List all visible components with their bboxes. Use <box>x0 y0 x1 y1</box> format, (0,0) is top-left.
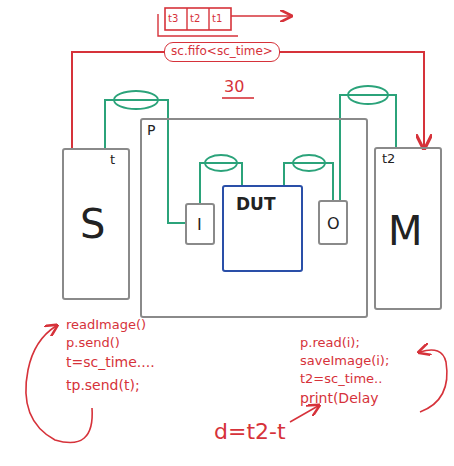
dut-box: DUT <box>222 185 303 272</box>
platform-box: P I DUT O <box>140 118 368 318</box>
fifo-divider <box>208 8 209 30</box>
fifo-entry: t2 <box>190 13 200 24</box>
underline <box>222 97 254 99</box>
fifo-entry: t1 <box>212 13 222 24</box>
code-line: t2=sc_time.. <box>300 372 382 386</box>
input-box: I <box>185 203 215 245</box>
sender-box: tS <box>62 148 130 300</box>
code-line: saveImage(i); <box>300 354 389 368</box>
fifo-bracket <box>158 14 238 36</box>
node-label: S <box>80 202 105 246</box>
loop-arrow <box>420 350 447 412</box>
edge-label: sc.fifo<sc_time> <box>164 42 280 61</box>
code-line: tp.send(t); <box>66 378 140 393</box>
port-wire <box>200 163 242 203</box>
fifo-cells <box>165 8 231 30</box>
depth-number: 30 <box>224 78 244 96</box>
output-box: O <box>318 200 348 245</box>
code-line: p.send() <box>66 336 120 350</box>
code-line: print(Delay <box>300 391 379 406</box>
code-line: p.read(i); <box>300 336 360 350</box>
node-label: M <box>388 209 423 253</box>
fifo-divider <box>186 8 187 30</box>
node-label: t <box>110 153 115 167</box>
node-label: O <box>327 215 340 233</box>
result-arrow <box>290 406 318 422</box>
monitor-box: t2M <box>374 147 442 310</box>
fifo-channel <box>72 52 424 148</box>
port-wire <box>284 163 333 200</box>
code-line: readImage() <box>66 318 146 332</box>
node-label: t2 <box>382 152 395 166</box>
node-label: P <box>147 123 155 138</box>
fifo-flow-arrow <box>231 15 290 17</box>
node-label: I <box>197 216 202 234</box>
node-label: DUT <box>236 195 276 214</box>
fifo-entry: t3 <box>168 13 178 24</box>
code-line: d=t2-t <box>214 420 286 444</box>
code-line: t=sc_time.... <box>66 355 155 370</box>
